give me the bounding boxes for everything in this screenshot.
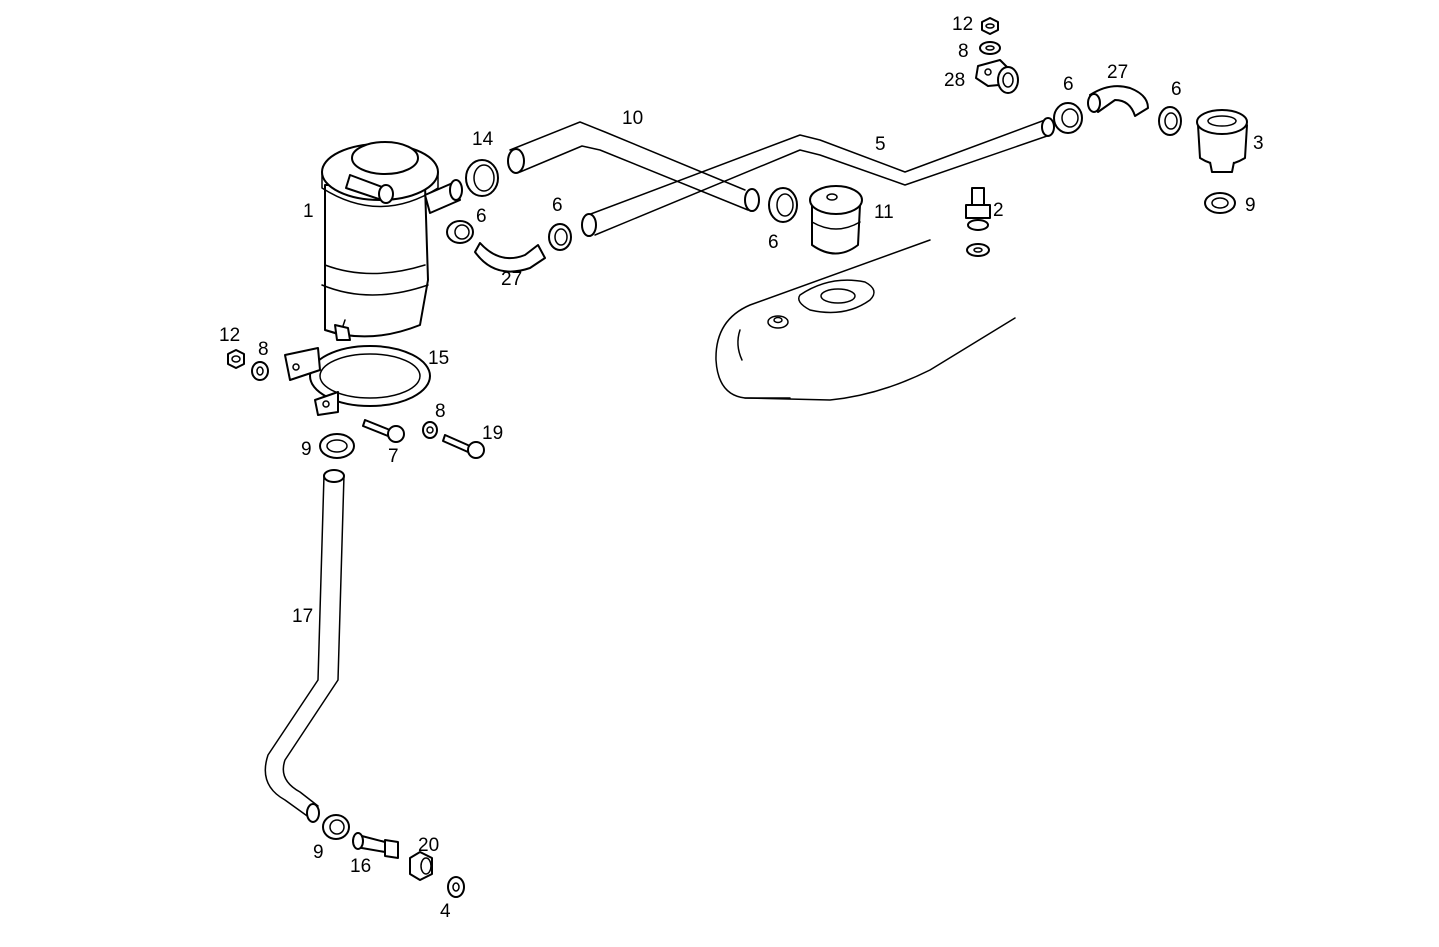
label-3: 3 [1253,133,1264,154]
bolt-19 [442,434,485,459]
clamp-9-bottom [322,814,350,840]
label-14: 14 [472,129,494,150]
label-16: 16 [350,856,371,877]
label-10: 10 [622,108,643,129]
label-6-e: 6 [1171,79,1182,100]
oil-separator-1 [321,141,463,341]
label-9-a: 9 [301,439,312,460]
label-8-b: 8 [435,401,446,422]
hose-5 [581,117,1055,237]
label-4: 4 [440,901,451,922]
nut-20 [409,851,433,881]
drain-hose-17 [264,469,345,823]
label-12-b: 12 [952,14,973,35]
bracket-28 [975,59,1019,94]
hose-10 [507,121,760,212]
washer-8-mid [422,421,438,439]
label-6-c: 6 [768,232,779,253]
washer-8-top [979,41,1001,55]
clamp-6-c [768,187,798,223]
label-7: 7 [388,446,399,467]
label-12-a: 12 [219,325,240,346]
stud-2 [965,187,991,257]
label-19: 19 [482,423,503,444]
label-27-b: 27 [1107,62,1128,83]
label-2: 2 [993,200,1004,221]
label-6-a: 6 [476,206,487,227]
label-9-c: 9 [313,842,324,863]
label-8-c: 8 [958,41,969,62]
union-16 [352,832,399,859]
washer-4 [447,876,465,898]
label-17: 17 [292,606,313,627]
filler-cap-11 [809,185,863,255]
elbow-hose-27-right [1087,85,1149,117]
label-15: 15 [428,348,449,369]
label-9-b: 9 [1245,195,1256,216]
clamp-6-e [1158,106,1182,136]
rocker-cover [715,239,1016,401]
clamp-6-b [548,223,572,251]
label-20: 20 [418,835,439,856]
label-5: 5 [875,134,886,155]
label-6-b: 6 [552,195,563,216]
nut-12-left [227,349,245,369]
clamp-14 [465,159,499,197]
clamp-6-a [446,220,474,244]
elbow-hose-27-left [474,242,546,273]
part-labels: 1 2 3 4 5 6 6 6 6 6 7 8 8 8 9 9 9 10 11 … [219,14,1264,922]
label-27-a: 27 [501,269,522,290]
clamp-6-d [1053,102,1083,134]
filter-cap-3 [1196,109,1248,173]
label-1: 1 [303,201,314,222]
bolt-7 [362,419,405,443]
washer-8-left [251,361,269,381]
label-11: 11 [874,202,894,223]
strap-clamp-15 [284,345,431,416]
label-28: 28 [944,70,965,91]
label-6-d: 6 [1063,74,1074,95]
label-8-a: 8 [258,339,269,360]
nut-12-top [981,17,999,35]
clamp-9-right [1204,192,1236,214]
clamp-9-left [319,433,355,459]
